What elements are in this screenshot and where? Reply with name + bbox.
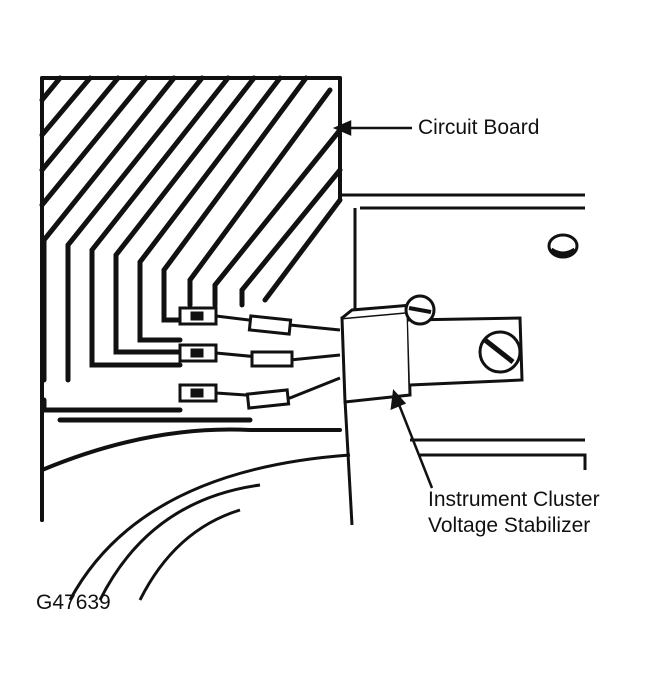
figure-code: G47639	[36, 591, 111, 614]
trace-1	[39, 75, 63, 103]
circuit-board-arrowhead	[332, 120, 352, 136]
stabilizer-label-line1: Instrument Cluster	[428, 488, 600, 511]
trace-9	[137, 75, 283, 343]
terminal-connectors	[178, 306, 218, 403]
terminal-slot-bottom	[190, 388, 204, 398]
circuit-board-label: Circuit Board	[418, 116, 540, 139]
housing-lower-rail-inner	[420, 453, 587, 470]
trace-12	[212, 127, 343, 308]
trace-3	[39, 75, 121, 173]
circuit-board-traces	[39, 75, 343, 522]
lead-clip-bottom	[245, 388, 291, 410]
upper-screw-slot	[408, 306, 432, 314]
trace-4	[39, 75, 149, 208]
trace-15	[41, 397, 183, 413]
leader-lines	[332, 120, 434, 489]
trace-group	[39, 75, 343, 423]
terminal-slot-top	[190, 311, 204, 321]
dial-arc-3	[138, 508, 241, 601]
trace-7	[89, 75, 231, 368]
cluster-housing	[68, 193, 587, 601]
trace-13	[239, 167, 343, 308]
trace-8	[113, 75, 257, 355]
tab-screw-slot	[483, 338, 515, 364]
mounting-hole	[547, 233, 579, 259]
trace-6	[65, 75, 205, 383]
dial-arc-outer	[68, 453, 351, 601]
trace-10	[161, 75, 309, 323]
stabilizer-arrowhead	[390, 389, 407, 410]
stabilizer-body	[340, 310, 412, 404]
voltage-stabilizer	[340, 294, 524, 404]
stabilizer-label-line2: Voltage Stabilizer	[428, 514, 591, 537]
trace-11	[187, 87, 333, 308]
trace-14	[262, 197, 343, 303]
board-lower-edge	[40, 427, 342, 522]
trace-2	[39, 75, 93, 138]
trace-5	[41, 75, 177, 383]
dial-arc-inner	[98, 483, 261, 601]
lead-clip-middle	[250, 350, 294, 368]
mounting-hole-shadow	[549, 247, 577, 257]
housing-bottom-post	[343, 399, 354, 526]
stabilizer-leads	[215, 314, 341, 410]
lead-clip-top	[247, 314, 293, 336]
stabilizer-leader-line	[396, 401, 434, 489]
terminal-slot-middle	[190, 348, 204, 358]
